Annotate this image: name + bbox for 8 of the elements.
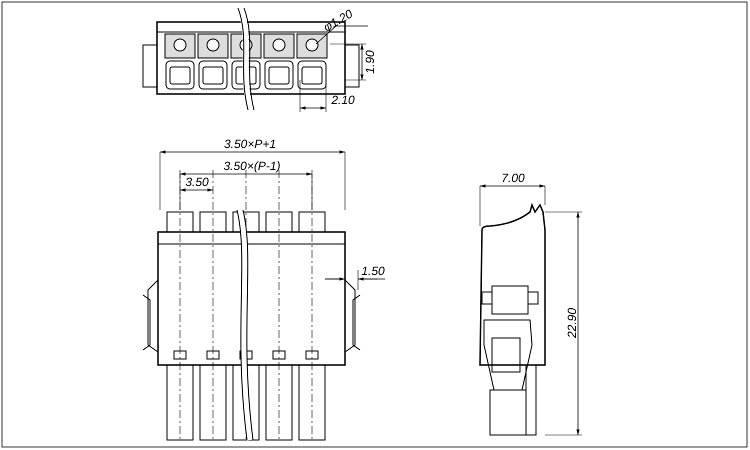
dimension-label: 3.50×P+1 <box>224 137 276 151</box>
dimension-label: 1.50 <box>361 264 385 278</box>
dimension-label: 7.00 <box>501 171 525 185</box>
dimension-label: 22.90 <box>565 308 579 338</box>
dimension-label: 2.10 <box>331 93 355 107</box>
dimension-label: 3.50 <box>185 175 209 189</box>
dimension-label: 1.90 <box>363 50 377 74</box>
dimension-label: 3.50×(P-1) <box>223 159 281 173</box>
